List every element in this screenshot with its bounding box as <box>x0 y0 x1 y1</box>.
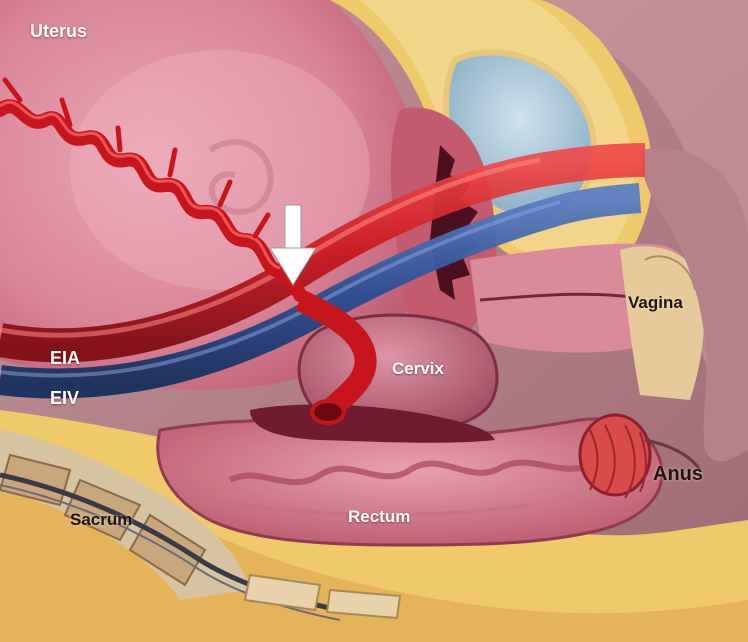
coccyx-segment <box>327 590 400 618</box>
label-rectum: Rectum <box>348 508 410 525</box>
label-sacrum: Sacrum <box>70 511 132 528</box>
label-eiv: EIV <box>50 389 79 407</box>
label-anus: Anus <box>653 464 703 484</box>
label-cervix: Cervix <box>392 360 444 377</box>
label-vagina: Vagina <box>628 294 683 311</box>
vessel-cut-end <box>312 401 344 423</box>
label-eia: EIA <box>50 349 80 367</box>
label-uterus: Uterus <box>30 22 87 40</box>
